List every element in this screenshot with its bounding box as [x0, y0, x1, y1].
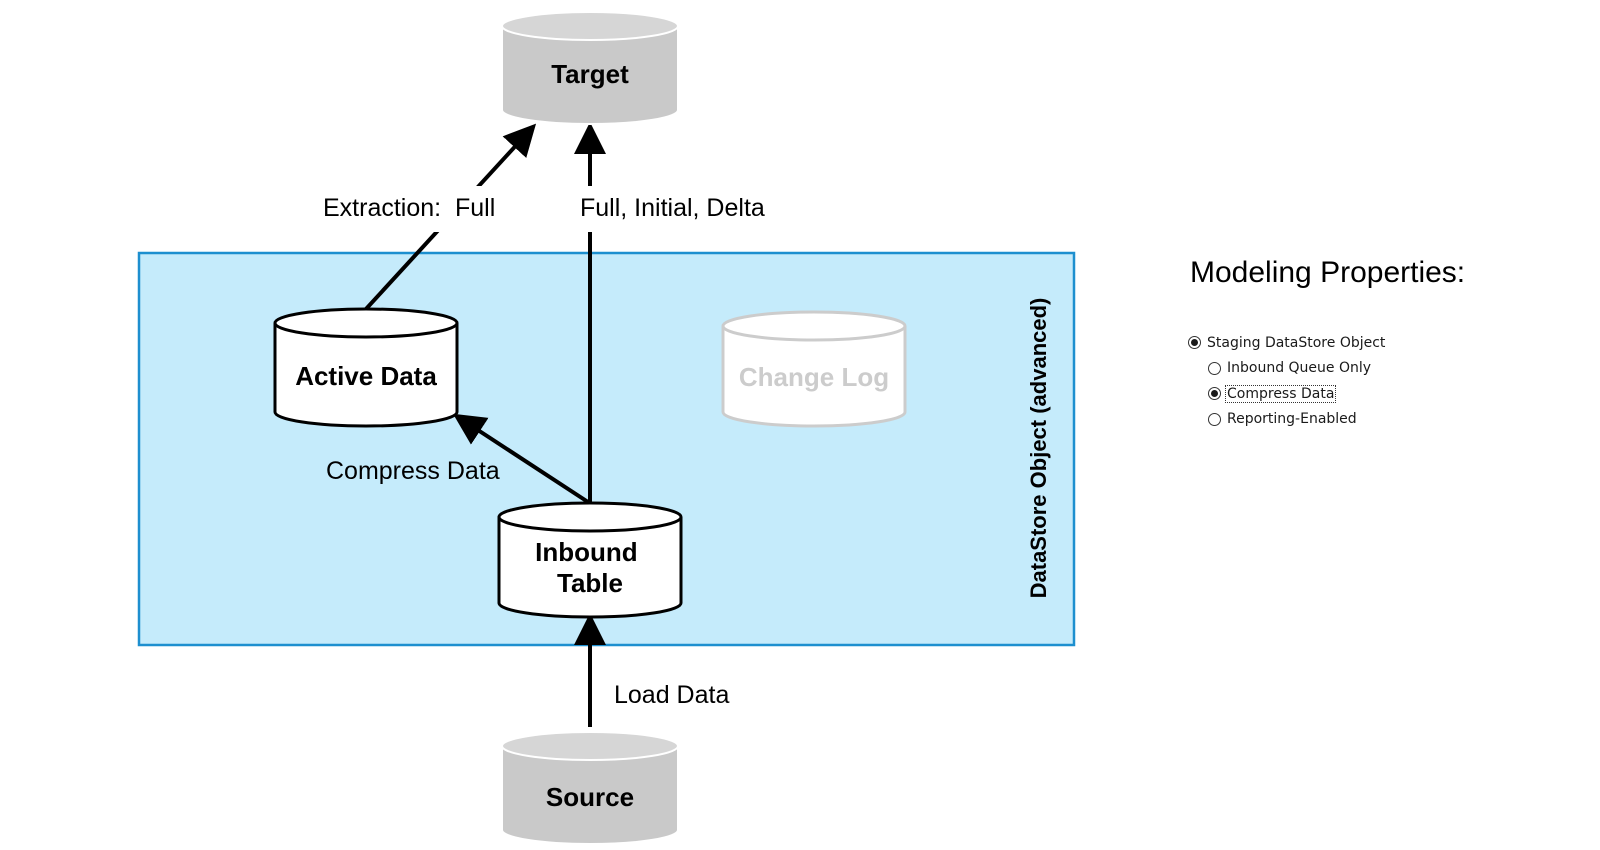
target-label: Target	[551, 59, 629, 89]
modeling-properties-title: Modeling Properties:	[1190, 256, 1466, 289]
option-staging-datastore-object[interactable]: Staging DataStore Object	[1188, 330, 1387, 356]
active-data-label: Active Data	[295, 361, 437, 391]
delta-label-bg	[570, 186, 785, 232]
option-label: Inbound Queue Only	[1227, 360, 1372, 377]
option-label: Compress Data	[1225, 384, 1337, 403]
active-data-store: Active Data	[273, 307, 459, 428]
edge-label-extraction-full: Extraction: Full	[323, 194, 495, 222]
option-label: Staging DataStore Object	[1207, 334, 1386, 351]
target-store: Target	[501, 11, 679, 125]
change-log-label: Change Log	[739, 362, 889, 392]
option-inbound-queue-only[interactable]: Inbound Queue Only	[1188, 356, 1387, 382]
inbound-table-label-line1: Inbound	[535, 537, 638, 567]
inbound-table-store: Inbound Table	[497, 501, 683, 619]
inbound-table-label: Inbound Table	[535, 537, 645, 598]
datastore-object-label: DataStore Object (advanced)	[1026, 298, 1051, 599]
option-reporting-enabled[interactable]: Reporting-Enabled	[1188, 407, 1387, 433]
radio-selected-icon[interactable]	[1208, 387, 1221, 401]
extraction-label-bg	[313, 186, 518, 232]
radio-unselected-icon[interactable]	[1208, 361, 1221, 375]
inbound-table-label-line2: Table	[557, 568, 623, 598]
edge-label-load-data: Load Data	[614, 681, 729, 709]
arrow-inbound-to-active	[452, 413, 590, 504]
option-label: Reporting-Enabled	[1227, 411, 1357, 428]
modeling-properties-options: Staging DataStore Object Inbound Queue O…	[1188, 330, 1387, 432]
source-store: Source	[501, 731, 679, 845]
option-compress-data[interactable]: Compress Data	[1188, 381, 1387, 407]
edge-label-full-initial-delta: Full, Initial, Delta	[580, 194, 765, 222]
source-label: Source	[546, 782, 634, 812]
radio-selected-icon[interactable]	[1188, 336, 1201, 350]
radio-unselected-icon[interactable]	[1208, 412, 1221, 426]
change-log-store: Change Log	[721, 310, 907, 428]
edge-label-compress-data: Compress Data	[326, 457, 500, 485]
